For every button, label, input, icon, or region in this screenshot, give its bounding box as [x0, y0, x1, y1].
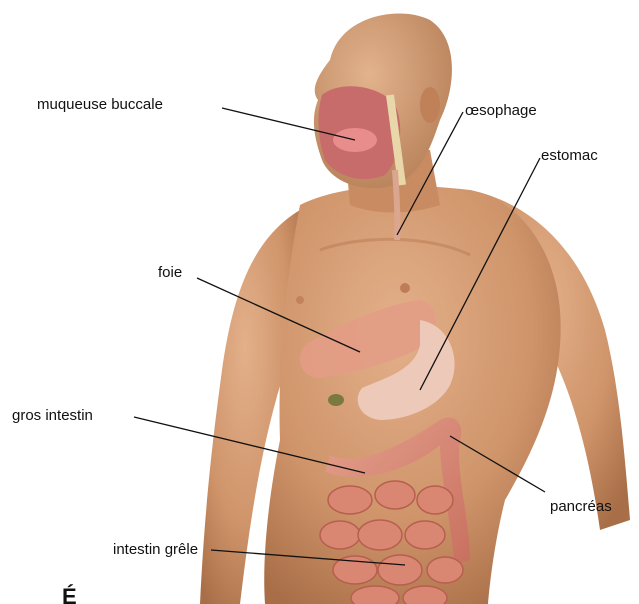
label-esophagus: œsophage — [465, 102, 537, 120]
label-pancreas: pancréas — [550, 498, 612, 516]
gallbladder-organ — [328, 394, 344, 406]
label-liver: foie — [158, 264, 182, 282]
label-large-intestine: gros intestin — [12, 407, 93, 425]
label-stomach: estomac — [541, 147, 598, 165]
corner-letter: É — [62, 586, 77, 604]
label-oral-mucosa: muqueuse buccale — [37, 96, 163, 114]
esophagus-organ — [395, 170, 397, 240]
label-small-intestine: intestin grêle — [113, 541, 198, 559]
